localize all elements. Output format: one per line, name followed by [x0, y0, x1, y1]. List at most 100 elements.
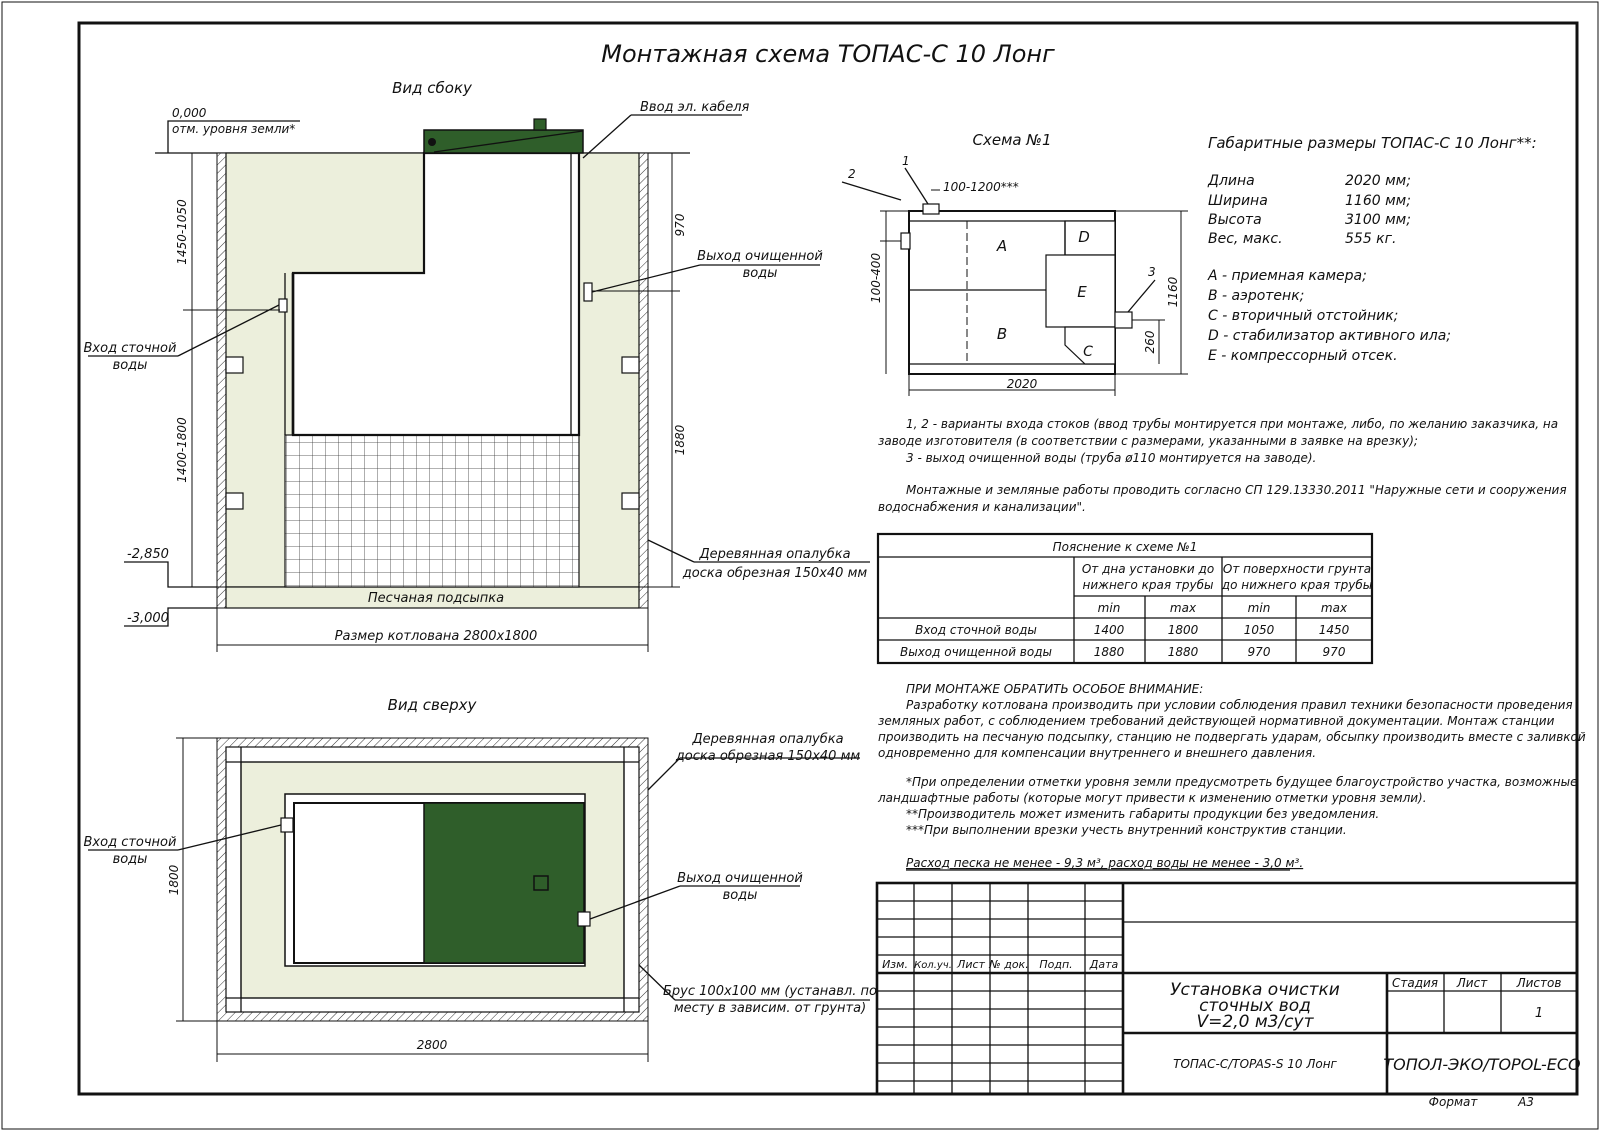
level-2850: -2,850 [127, 547, 169, 562]
table-sub-0: min [1098, 601, 1121, 615]
table-group2-1: От поверхности грунта [1223, 562, 1371, 576]
table-row-1-v2: 970 [1248, 645, 1271, 659]
spec-key-1: Ширина [1208, 193, 1268, 209]
legend-0: А - приемная камера; [1207, 268, 1367, 284]
attention-line-1: земляных работ, с соблюдением требований… [878, 714, 1555, 728]
top-outlet-pipe [577, 911, 591, 927]
beam-left-1 [225, 356, 244, 374]
footnote-2: **Производитель может изменить габариты … [906, 807, 1379, 821]
table-row-0-v1: 1800 [1168, 623, 1199, 637]
inlet-leader [177, 304, 280, 357]
spec-val-3: 555 кг. [1345, 231, 1396, 247]
table-row-0-v3: 1450 [1319, 623, 1350, 637]
level-3000-marker [124, 607, 217, 627]
level-2850-marker [124, 561, 217, 588]
top-station-lid [423, 802, 585, 964]
attention-line-0: Разработку котлована производить при усл… [906, 698, 1573, 712]
spec-key-2: Высота [1208, 212, 1262, 228]
top-outlet-leader [589, 885, 681, 920]
tb-col-sign: Подп. [1039, 958, 1072, 971]
scheme1-letter-b: B [997, 325, 1007, 343]
outlet-pipe [583, 282, 593, 302]
scheme1-e-chamber [1045, 254, 1116, 328]
top-lid-handle [533, 875, 549, 891]
beam-left-2 [225, 492, 244, 510]
legend-1: В - аэротенк; [1208, 288, 1304, 304]
footnote-1: ландшафтные работы (которые могут привес… [877, 791, 1427, 805]
scheme1-letter-e: E [1077, 283, 1087, 301]
outlet-leader [591, 264, 701, 293]
sand-bed-label: Песчаная подсыпка [368, 591, 504, 606]
note-2: 3 - выход очищенной воды (труба ø110 мон… [906, 451, 1316, 465]
note-4: водоснабжения и канализации". [878, 500, 1086, 514]
right-formwork [638, 152, 649, 609]
top-view: Вид сверху Вход сточной воды Выход очище… [84, 696, 877, 1062]
callout-3: 3 [1148, 265, 1156, 279]
table-row-0-label: Вход сточной воды [915, 623, 1037, 637]
dim-970: 970 [673, 213, 687, 236]
tb-sheets-value: 1 [1535, 1006, 1543, 1021]
table-row-0-v0: 1400 [1094, 623, 1125, 637]
scheme1-dim-top: 100-1200*** [943, 180, 1019, 194]
cable-leader [582, 114, 632, 159]
scheme1-dim-260: 260 [1143, 330, 1157, 353]
lid-bolt [428, 138, 436, 146]
tb-product-3: V=2,0 м3/сут [1197, 1012, 1315, 1032]
beam-leader [638, 964, 676, 1001]
side-view: Вид сбоку 0,000 отм. уровня земли* Песча… [84, 79, 870, 652]
tb-col-kolvo: Кол.уч. [914, 960, 952, 971]
tb-col-date: Дата [1089, 958, 1119, 971]
scheme1-pipe-3 [1114, 311, 1133, 329]
pit-size-label: Размер котлована 2800х1800 [335, 629, 538, 644]
table-row-1-v1: 1880 [1168, 645, 1199, 659]
top-inlet-label-1: Вход сточной [84, 835, 177, 850]
table-group1-1: От дна установки до [1082, 562, 1214, 576]
top-formwork-leader [647, 757, 681, 791]
callout-3-leader [1127, 279, 1156, 313]
callout-2-leader [841, 181, 902, 201]
pipe-table: Пояснение к схеме №1 От дна установки до… [876, 532, 1374, 665]
top-formwork-label-2: доска обрезная 150х40 мм [675, 749, 861, 764]
formwork-leader [647, 539, 695, 563]
spec-key-3: Вес, макс. [1208, 231, 1283, 247]
top-inlet-label-2: воды [113, 852, 148, 867]
attention-line-2: производить на песчаную подсыпку, станци… [878, 730, 1586, 744]
level-3000: -3,000 [127, 611, 169, 626]
note-3: Монтажные и земляные работы проводить со… [906, 483, 1567, 497]
dim-1880: 1880 [673, 424, 687, 455]
specs: Габаритные размеры ТОПАС-С 10 Лонг**: Дл… [1207, 134, 1537, 364]
outlet-label-2: воды [743, 266, 778, 281]
scheme1-c-chamber [1064, 326, 1116, 365]
note-1: заводе изготовителя (в соответствии с ра… [878, 434, 1418, 448]
tb-col-izm: Изм. [882, 958, 908, 971]
cable-line [433, 130, 584, 153]
title-block: Изм. Кол.уч. Лист № док. Подп. Дата Уста… [875, 881, 1581, 1109]
consumption-note: Расход песка не менее - 9,3 м³, расход в… [906, 856, 1303, 870]
beam-right-2 [621, 492, 640, 510]
station-grid-zone [284, 434, 580, 588]
table-sub-1: max [1170, 601, 1197, 615]
callout-1-leader [904, 167, 929, 205]
outlet-label-1: Выход очищенной [697, 249, 823, 264]
side-view-heading: Вид сбоку [392, 79, 473, 97]
scheme1-letter-c: C [1083, 344, 1093, 360]
top-inlet-pipe [280, 817, 294, 833]
top-outlet-label-2: воды [723, 888, 758, 903]
scheme-1: Схема №1 A B D E C 1 2 3 100-1200*** 100… [841, 131, 1188, 396]
ground-level-value: 0,000 [172, 106, 207, 120]
legend-3: D - стабилизатор активного ила; [1208, 328, 1451, 344]
specs-heading: Габаритные размеры ТОПАС-С 10 Лонг**: [1208, 134, 1537, 152]
callout-1: 1 [902, 154, 910, 168]
dim-1400-1800: 1400-1800 [175, 417, 189, 483]
tb-sheets: Листов [1516, 976, 1562, 990]
drawing-frame [77, 21, 1579, 1096]
top-inlet-leader [177, 824, 282, 851]
tb-format-value: А3 [1517, 1095, 1534, 1109]
scheme1-pipe-2 [900, 232, 911, 250]
notes: 1, 2 - варианты входа стоков (ввод трубы… [878, 417, 1567, 514]
footnote-0: *При определении отметки уровня земли пр… [906, 775, 1577, 789]
table-row-0-v2: 1050 [1244, 623, 1275, 637]
table-row-1-label: Выход очищенной воды [900, 645, 1052, 659]
